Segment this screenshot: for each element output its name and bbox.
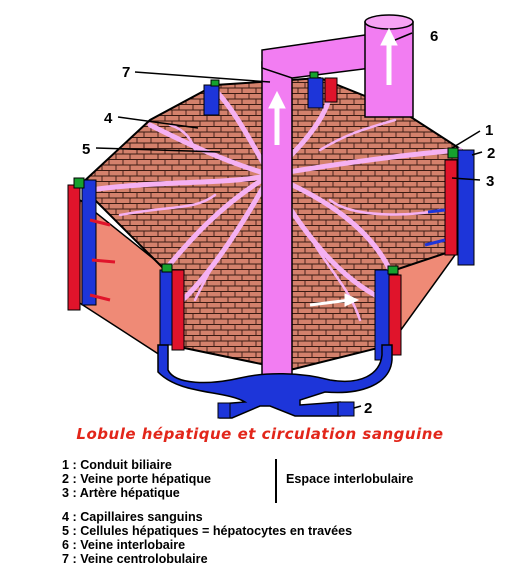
legend-item-7: 7 : Veine centrolobulaire [62,552,208,566]
legend-item-2: 2 : Veine porte hépatique [62,472,211,486]
callout-3: 3 [486,173,494,190]
legend-item-3: 3 : Artère hépatique [62,486,180,500]
callout-7: 7 [122,64,130,81]
portal-triad-top-left [204,80,219,115]
callout-2-bottom: 2 [364,400,372,417]
legend-item-4: 4 : Capillaires sanguins [62,510,203,524]
liver-lobule-diagram: 7 4 5 6 1 2 3 2 [0,0,520,420]
legend-group-bracket [275,459,277,503]
callout-6: 6 [430,28,438,45]
diagram-caption: Lobule hépatique et circulation sanguine [0,425,520,443]
callout-4: 4 [104,110,113,127]
callout-5: 5 [82,141,90,158]
legend-item-5: 5 : Cellules hépatiques = hépatocytes en… [62,524,352,538]
legend-group-label: Espace interlobulaire [286,472,413,486]
legend-item-1: 1 : Conduit biliaire [62,458,172,472]
legend-item-6: 6 : Veine interlobaire [62,538,185,552]
callout-1: 1 [485,122,493,139]
portal-triad-front-left [160,264,184,350]
callout-2-top: 2 [487,145,495,162]
